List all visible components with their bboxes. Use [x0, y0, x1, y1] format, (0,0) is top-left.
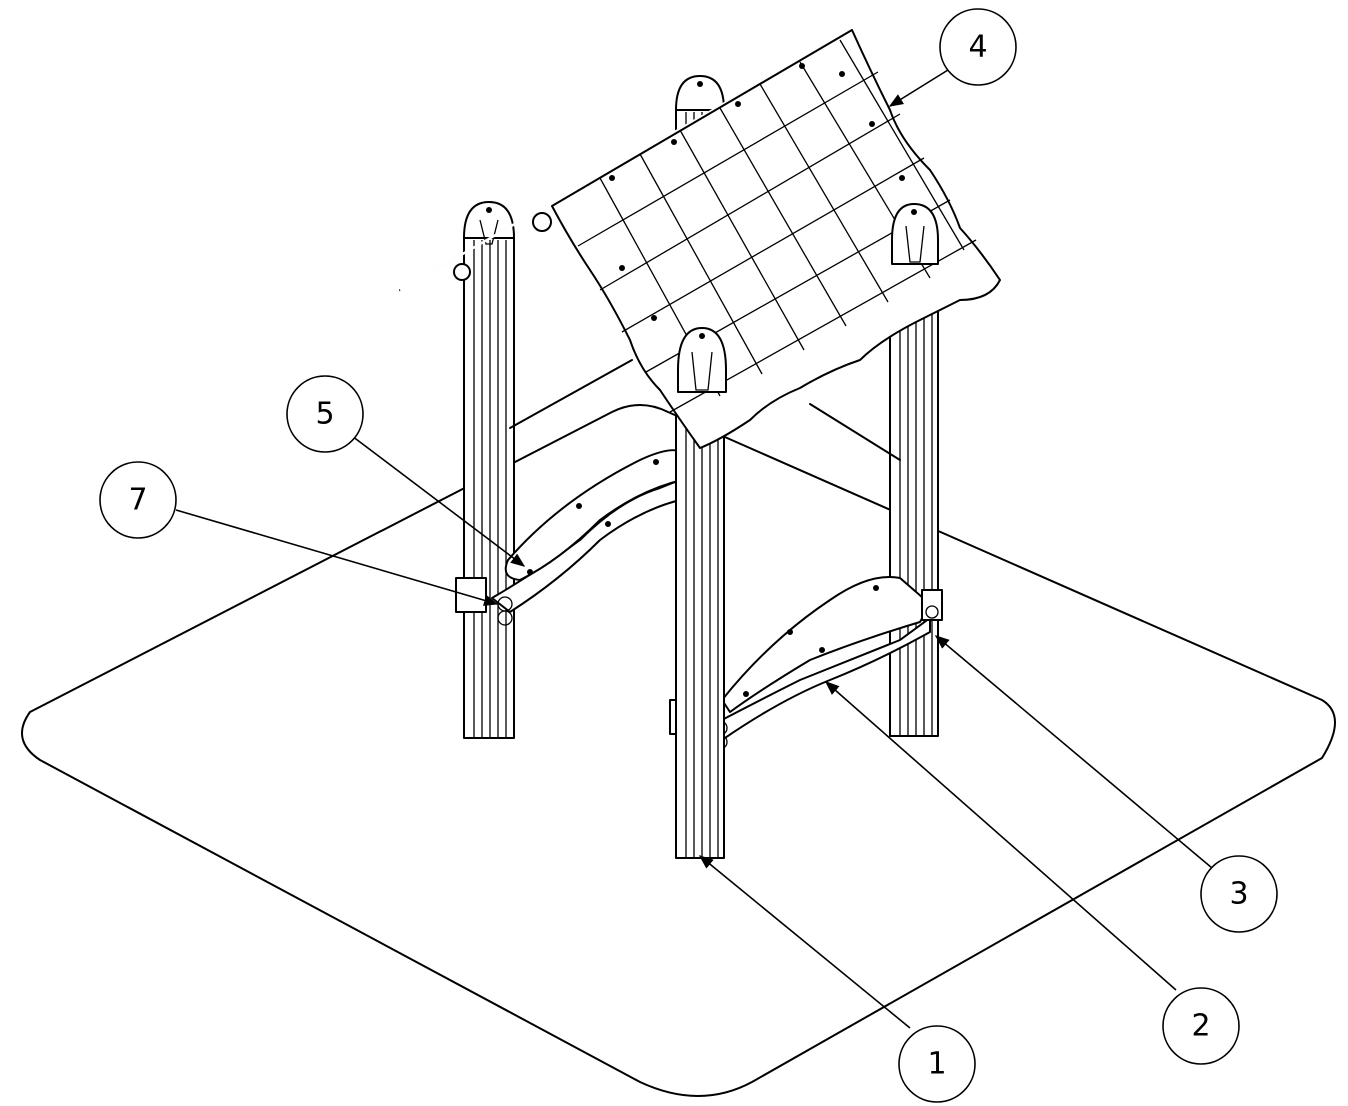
callout-7: 7 — [99, 461, 177, 539]
ground-base — [21, 404, 1336, 1097]
leader-1 — [698, 855, 911, 1029]
bench-back — [455, 449, 683, 626]
svg-text:1: 1 — [927, 1047, 946, 1082]
post-back-left — [463, 201, 515, 739]
leader-5 — [351, 435, 526, 567]
svg-text:3: 3 — [1229, 877, 1248, 912]
leader-3 — [934, 635, 1213, 869]
callout-5: 5 — [286, 375, 364, 453]
callout-2: 2 — [1162, 987, 1240, 1065]
leader-2 — [824, 681, 1177, 991]
brace-right — [809, 403, 901, 461]
svg-text:4: 4 — [968, 30, 987, 65]
leader-7 — [175, 509, 499, 606]
svg-text:2: 2 — [1191, 1009, 1210, 1044]
leader-4 — [888, 69, 949, 107]
post-cap-right — [891, 203, 939, 265]
post-cap-front — [677, 327, 727, 393]
callout-3: 3 — [1200, 855, 1278, 933]
svg-text:7: 7 — [128, 483, 147, 518]
bench-front — [669, 576, 943, 750]
callout-4: 4 — [939, 8, 1017, 86]
callout-1: 1 — [898, 1025, 976, 1103]
svg-text:5: 5 — [315, 397, 334, 432]
brace-left — [509, 359, 633, 429]
